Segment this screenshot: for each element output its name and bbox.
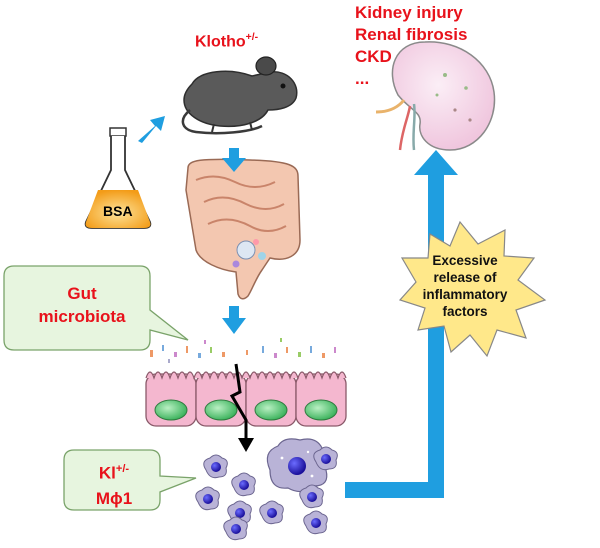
inflammation-label: Excessive release of inflammatory factor… — [395, 252, 535, 320]
gut-label-line-2: microbiota — [38, 307, 126, 326]
macrophage-type: Mϕ1 — [95, 488, 133, 508]
mouse-icon — [181, 56, 298, 135]
gut-label-line-1: Gut — [67, 284, 97, 303]
mouse-label-main: Klotho — [195, 33, 246, 51]
macrophage-genotype-sup: +/- — [115, 463, 130, 475]
starburst-icon — [398, 220, 547, 358]
outcome-ckd: CKD — [355, 47, 392, 66]
arrow-mouse-to-gut — [222, 148, 246, 172]
mouse-label: Klotho+/- — [195, 32, 258, 51]
gut-callout-bubble — [3, 265, 189, 351]
inflammation-line-4: factors — [442, 304, 488, 319]
arrow-gut-to-epithelium — [222, 306, 246, 334]
flask-icon — [84, 127, 152, 229]
macrophage-small — [231, 472, 256, 497]
macrophage-large — [266, 438, 331, 493]
arrow-flask-to-mouse — [138, 116, 165, 143]
macrophage-small — [223, 516, 248, 541]
macrophage-genotype: Kl+/- — [72, 457, 156, 486]
macrophage-small — [303, 510, 328, 535]
microbiota-dots — [150, 338, 336, 363]
kidney-icon — [375, 41, 496, 151]
outcome-ellipsis: ... — [355, 69, 370, 88]
macrophage-small — [195, 486, 220, 511]
macrophage-callout-bubble — [63, 449, 197, 511]
outcome-kidney-injury: Kidney injury — [355, 3, 463, 22]
inflammation-line-3: inflammatory — [422, 287, 508, 302]
macrophage-genotype-main: Kl — [98, 463, 116, 483]
intestine-icon — [185, 158, 301, 300]
macrophage-icon — [195, 438, 338, 541]
mouse-label-genotype: +/- — [245, 32, 259, 43]
kidney-outcomes: Kidney injury Renal fibrosis CKD ... — [355, 2, 467, 90]
macrophage-small — [259, 500, 284, 525]
epithelium-icon — [145, 371, 347, 427]
gut-microbiota-label: Gut microbiota — [18, 282, 146, 328]
macrophage-label: Kl+/- Mϕ1 — [72, 457, 156, 511]
macrophage-small — [203, 454, 228, 479]
flask-label: BSA — [103, 203, 133, 219]
inflammation-line-2: release of — [433, 270, 497, 285]
macrophage-small — [299, 484, 324, 509]
outcome-renal-fibrosis: Renal fibrosis — [355, 25, 468, 44]
leaky-gut-arrow — [229, 363, 254, 452]
inflammation-line-1: Excessive — [432, 253, 498, 268]
macrophage-small — [313, 446, 338, 471]
